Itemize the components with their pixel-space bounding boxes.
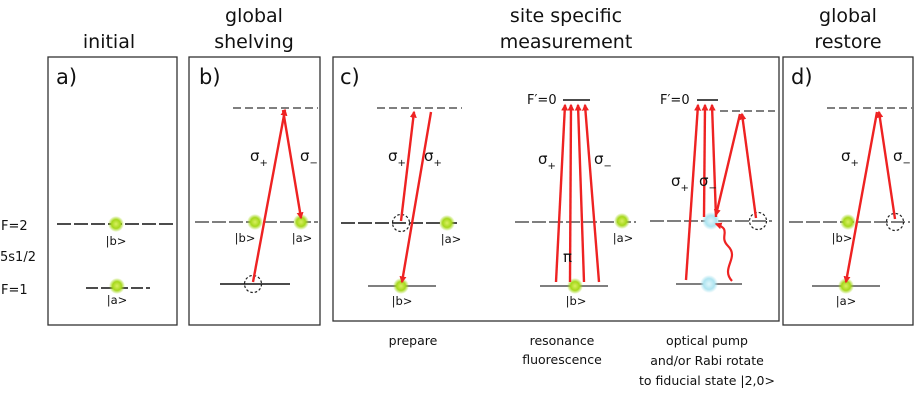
level-label-f2: F=2	[1, 219, 28, 234]
ket-b: |b>	[566, 294, 587, 308]
caption-prepare: prepare	[389, 333, 438, 348]
header-measure-line1: site specific	[510, 5, 622, 27]
header-restore-line2: restore	[814, 31, 881, 53]
laser-arrow	[713, 113, 742, 217]
panel-c-frame	[332, 56, 780, 322]
panel-b: σ+ σ− |b> |a>	[195, 107, 318, 294]
atom	[108, 216, 124, 232]
excited-state-label: F′=0	[527, 93, 557, 108]
laser-arrow	[399, 110, 417, 222]
laser-arrow	[708, 103, 718, 218]
atom	[393, 278, 409, 294]
header-initial: initial	[83, 31, 135, 53]
panel-a: |b> |a>	[57, 216, 174, 307]
empty-site	[391, 213, 411, 233]
wavy-decay-arrow	[714, 222, 734, 282]
empty-site	[748, 211, 768, 231]
sigma-minus-label: σ−	[893, 147, 911, 169]
panel-d: σ+ σ− |b> |a>	[789, 107, 912, 308]
laser-arrow	[281, 109, 304, 220]
pi-label: π	[563, 248, 572, 266]
sigma-minus-label: σ−	[300, 147, 318, 169]
header-measure-line2: measurement	[500, 31, 633, 53]
header-shelving-line1: global	[225, 5, 283, 27]
laser-arrow	[581, 103, 601, 283]
sigma-plus-label: σ+	[671, 172, 689, 194]
empty-site	[885, 212, 905, 232]
laser-arrow	[739, 112, 758, 219]
laser-arrow	[567, 103, 575, 283]
level-label-f1: F=1	[1, 283, 28, 298]
caption-fluorescence-line2: fluorescence	[522, 352, 602, 367]
atom	[109, 278, 125, 294]
caption-pump-line2: and/or Rabi rotate	[650, 353, 764, 368]
laser-arrow	[701, 103, 709, 218]
laser-arrow	[251, 108, 288, 283]
panel-label-b: b)	[199, 65, 221, 89]
laser-arrow	[876, 110, 897, 220]
empty-site	[243, 274, 263, 294]
sigma-plus-label: σ+	[388, 147, 406, 169]
laser-arrow	[684, 103, 702, 281]
ket-b: |b>	[832, 231, 853, 245]
ket-b: |b>	[392, 294, 413, 308]
sigma-minus-label: σ−	[699, 172, 717, 194]
caption-fluorescence-line1: resonance	[530, 333, 595, 348]
ket-b: |b>	[106, 234, 127, 248]
pumped-atom	[700, 275, 718, 293]
sigma-plus-label: σ+	[538, 150, 556, 172]
ket-a: |a>	[107, 293, 128, 307]
panel-label-a: a)	[56, 65, 77, 89]
laser-arrow	[554, 103, 569, 283]
caption-pump-line3: to fiducial state |2,0>	[639, 373, 775, 388]
sigma-plus-label: σ+	[841, 147, 859, 169]
panel-c-prepare: σ+ σ+ |a> |b>	[341, 107, 462, 308]
excited-state-label: F′=0	[660, 93, 690, 108]
panel-c-optical-pump: F′=0 σ+ σ−	[650, 93, 775, 293]
panel-a-frame	[47, 56, 178, 326]
header-restore-line1: global	[819, 5, 877, 27]
sigma-plus-label: σ+	[424, 147, 442, 169]
panel-label-d: d)	[791, 65, 813, 89]
atom	[439, 215, 455, 231]
ket-a: |a>	[441, 232, 462, 246]
atom	[840, 214, 856, 230]
panel-d-frame	[782, 56, 914, 326]
level-label-ground: 5s1/2	[0, 250, 36, 265]
sigma-plus-label: σ+	[250, 147, 268, 169]
panel-b-frame	[188, 56, 321, 326]
laser-arrow	[843, 111, 879, 284]
laser-arrow	[399, 111, 433, 284]
laser-arrow	[574, 103, 586, 283]
atom	[614, 213, 630, 229]
panel-c-fluorescence: F′=0 σ+ σ− π |a> |b>	[515, 93, 636, 308]
atom	[247, 214, 263, 230]
sigma-minus-label: σ−	[594, 150, 612, 172]
ket-b: |b>	[235, 231, 256, 245]
caption-pump-line1: optical pump	[666, 333, 748, 348]
ket-a: |a>	[613, 231, 634, 245]
ket-a: |a>	[292, 231, 313, 245]
panel-label-c: c)	[340, 65, 360, 89]
ket-a: |a>	[836, 294, 857, 308]
header-shelving-line2: shelving	[214, 31, 294, 53]
